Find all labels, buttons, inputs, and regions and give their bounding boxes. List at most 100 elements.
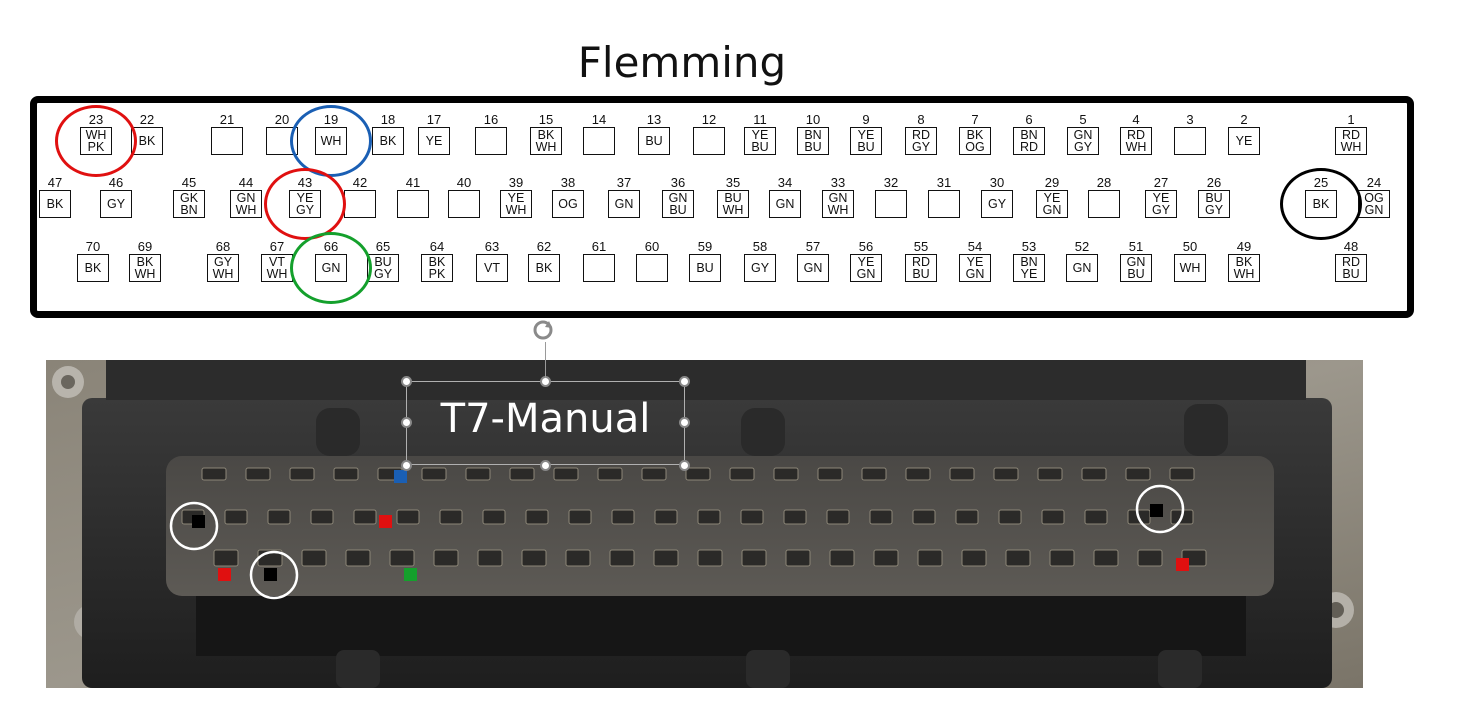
wire-color-code: GN xyxy=(1072,261,1092,275)
rotate-stem xyxy=(545,342,546,378)
pin-number: 8 xyxy=(917,112,925,127)
pin-number: 66 xyxy=(323,239,339,254)
pin-number: 15 xyxy=(538,112,554,127)
pin-wire-box: GN xyxy=(315,254,347,282)
resize-handle-nw[interactable] xyxy=(401,376,412,387)
resize-handle-sw[interactable] xyxy=(401,460,412,471)
wire-color-code: GN xyxy=(1042,203,1062,217)
pin-wire-box: GN xyxy=(608,190,640,218)
terminal-slot-row1 xyxy=(905,467,931,481)
pin-number: 56 xyxy=(858,239,874,254)
terminal-slot-row1 xyxy=(685,467,711,481)
terminal-slot-row2 xyxy=(439,509,463,525)
pin-number: 67 xyxy=(269,239,285,254)
terminal-slot-row1 xyxy=(333,467,359,481)
wire-color-code: BK xyxy=(84,261,102,275)
wire-color-code: RD xyxy=(1341,128,1361,142)
terminal-slot-row3 xyxy=(477,549,503,567)
pin-number: 49 xyxy=(1236,239,1252,254)
resize-handle-w[interactable] xyxy=(401,417,412,428)
resize-handle-s[interactable] xyxy=(540,460,551,471)
pin-number: 64 xyxy=(429,239,445,254)
pin-number: 18 xyxy=(380,112,396,127)
pin-number: 3 xyxy=(1186,112,1194,127)
terminal-slot-row3 xyxy=(741,549,767,567)
pin-28: 28 xyxy=(1088,176,1120,218)
terminal-slot-row1 xyxy=(553,467,579,481)
terminal-slot-row1 xyxy=(201,467,227,481)
pin-14: 14 xyxy=(583,113,615,155)
wire-color-code: GN xyxy=(856,267,876,281)
terminal-slot-row2 xyxy=(611,509,635,525)
pin-40: 40 xyxy=(448,176,480,218)
pin-number: 62 xyxy=(536,239,552,254)
photo-label[interactable]: T7-Manual xyxy=(440,396,651,442)
pin-number: 26 xyxy=(1206,175,1222,190)
terminal-slot-row3 xyxy=(785,549,811,567)
pin-number: 60 xyxy=(644,239,660,254)
terminal-slot-row2 xyxy=(740,509,764,525)
resize-handle-ne[interactable] xyxy=(679,376,690,387)
pin-number: 1 xyxy=(1347,112,1355,127)
pin-number: 33 xyxy=(830,175,846,190)
terminal-slot-row3 xyxy=(961,549,987,567)
pin-wire-box: BK xyxy=(131,127,163,155)
pin-number: 55 xyxy=(913,239,929,254)
pin-wire-box xyxy=(266,127,298,155)
pin-number: 28 xyxy=(1096,175,1112,190)
pin-wire-box: WH xyxy=(315,127,347,155)
pin-wire-box: GN xyxy=(1066,254,1098,282)
wire-color-code: GN xyxy=(321,261,341,275)
pin-60: 60 xyxy=(636,240,668,282)
pin-number: 5 xyxy=(1079,112,1087,127)
wire-color-code: WH xyxy=(134,267,156,281)
wire-color-code: PK xyxy=(428,267,446,281)
pin-wire-box: BU xyxy=(638,127,670,155)
wire-color-code: WH xyxy=(535,140,557,154)
terminal-slot-row3 xyxy=(609,549,635,567)
pin-number: 39 xyxy=(508,175,524,190)
rotate-handle-icon[interactable] xyxy=(530,317,556,343)
terminal-slot-row1 xyxy=(641,467,667,481)
wire-color-code: BK xyxy=(136,255,154,269)
wire-color-code: YE xyxy=(507,191,525,205)
pin-number: 19 xyxy=(323,112,339,127)
terminal-slot-row1 xyxy=(1081,467,1107,481)
resize-handle-se[interactable] xyxy=(679,460,690,471)
pin-number: 13 xyxy=(646,112,662,127)
wire-color-code: YE xyxy=(425,134,443,148)
pin-number: 70 xyxy=(85,239,101,254)
pin-number: 9 xyxy=(862,112,870,127)
pin-number: 41 xyxy=(405,175,421,190)
pin-number: 51 xyxy=(1128,239,1144,254)
wire-color-code: WH xyxy=(1340,140,1362,154)
pin-number: 36 xyxy=(670,175,686,190)
terminal-slot-row2 xyxy=(1041,509,1065,525)
pin-wire-box: GN xyxy=(797,254,829,282)
resize-handle-e[interactable] xyxy=(679,417,690,428)
